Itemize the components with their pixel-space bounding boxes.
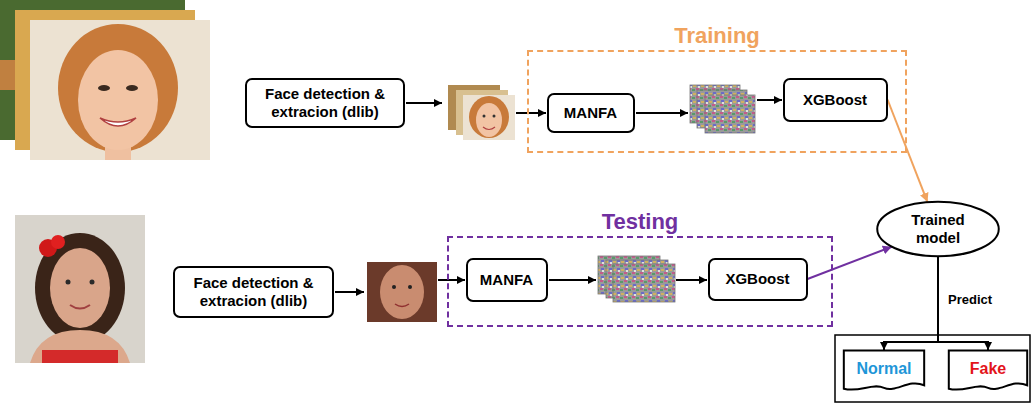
node-text: XGBoost bbox=[803, 91, 867, 109]
process-box: Face detection & extracion (dlib) bbox=[245, 78, 405, 128]
process-box: XGBoost bbox=[783, 78, 888, 122]
node-text: Normal bbox=[856, 359, 911, 378]
output-document: Fake bbox=[948, 350, 1028, 393]
node-text: MANFA bbox=[564, 104, 617, 122]
small-face bbox=[367, 262, 437, 322]
node-text: Fake bbox=[970, 359, 1006, 378]
text-group: Normal bbox=[856, 359, 911, 378]
text-group: XGBoost bbox=[803, 91, 867, 109]
region-heading: Testing bbox=[449, 209, 831, 235]
text-group: XGBoost bbox=[725, 270, 789, 288]
text-group: Face detection & extracion (dlib) bbox=[253, 85, 397, 121]
flow-connector bbox=[808, 247, 892, 279]
text-group: Face detection & extracion (dlib) bbox=[181, 274, 326, 310]
output-document: Normal bbox=[843, 350, 925, 393]
text-group: MANFA bbox=[480, 271, 533, 289]
process-box: MANFA bbox=[466, 258, 548, 302]
node-text: Trained model bbox=[898, 211, 978, 247]
text-group: Fake bbox=[970, 359, 1006, 378]
feature-map-stack bbox=[598, 256, 675, 302]
output-frame bbox=[835, 335, 1030, 402]
text-group: Trained model bbox=[898, 211, 978, 247]
node-text: MANFA bbox=[480, 271, 533, 289]
process-box: MANFA bbox=[547, 93, 635, 133]
text-group: MANFA bbox=[564, 104, 617, 122]
process-box: XGBoost bbox=[708, 258, 808, 301]
feature-map-stack bbox=[690, 85, 755, 133]
edge-label: Predict bbox=[946, 292, 994, 307]
small-face-stack bbox=[448, 85, 515, 140]
model-ellipse: Trained model bbox=[876, 200, 1000, 258]
node-text: Face detection & extracion (dlib) bbox=[181, 274, 326, 310]
node-text: XGBoost bbox=[725, 270, 789, 288]
process-box: Face detection & extracion (dlib) bbox=[173, 266, 334, 318]
region-heading: Training bbox=[529, 23, 905, 49]
stage-region: TrainingMANFAXGBoost bbox=[527, 50, 907, 153]
flow-connector bbox=[884, 256, 938, 350]
face-photo bbox=[15, 215, 145, 363]
stage-region: TestingMANFAXGBoost bbox=[447, 236, 833, 327]
face-photo-stack bbox=[0, 0, 210, 160]
node-text: Face detection & extracion (dlib) bbox=[253, 85, 397, 121]
flow-connector bbox=[888, 100, 928, 203]
